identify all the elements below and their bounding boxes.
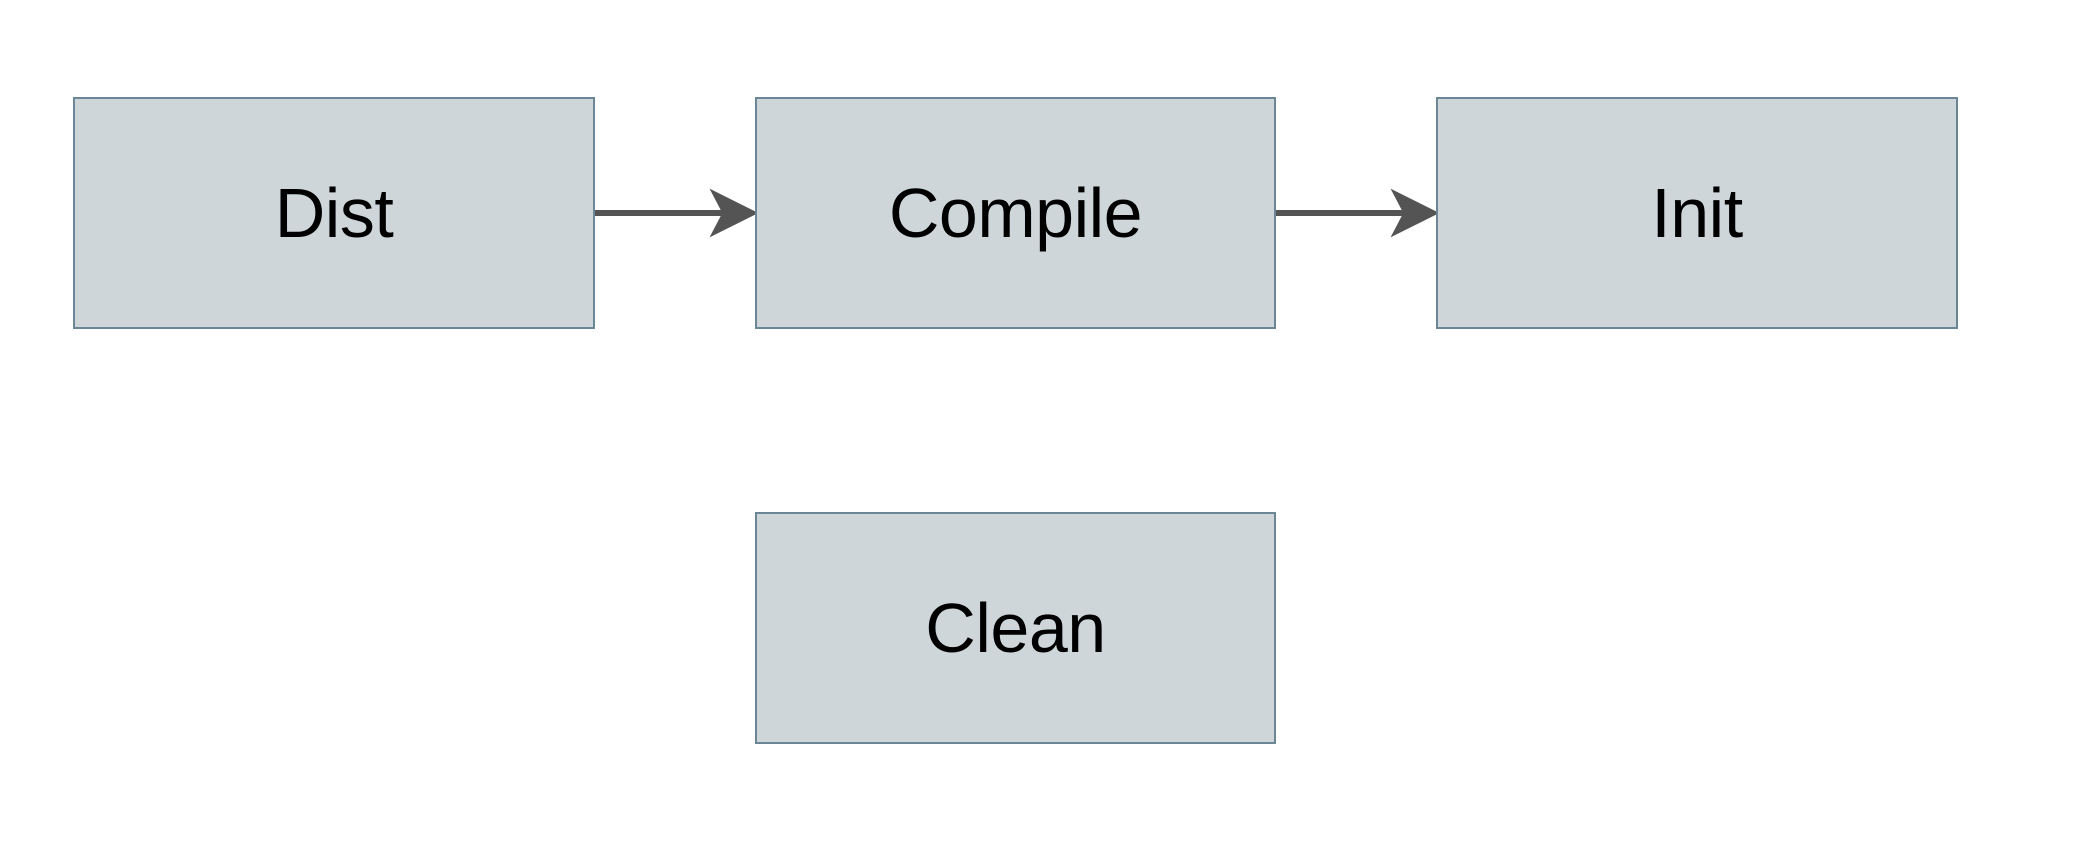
node-clean[interactable]: Clean <box>755 512 1276 744</box>
node-dist[interactable]: Dist <box>73 97 595 329</box>
node-clean-label: Clean <box>925 589 1106 667</box>
edge-compile-to-init[interactable] <box>1276 188 1440 238</box>
edge-dist-to-compile[interactable] <box>595 188 759 238</box>
node-compile-label: Compile <box>888 174 1143 252</box>
node-compile[interactable]: Compile <box>755 97 1276 329</box>
node-init[interactable]: Init <box>1436 97 1958 329</box>
arrowhead-icon <box>1390 188 1440 238</box>
arrowhead-icon <box>709 188 759 238</box>
node-dist-label: Dist <box>274 174 394 252</box>
node-init-label: Init <box>1651 174 1743 252</box>
